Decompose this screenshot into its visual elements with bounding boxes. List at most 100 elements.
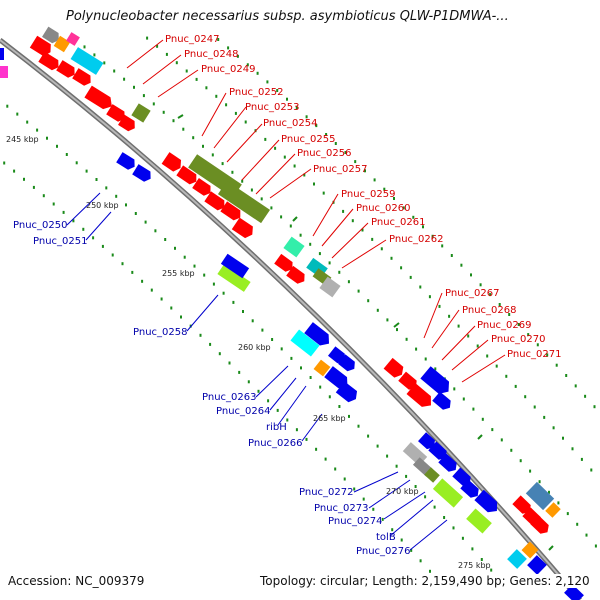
gene-label[interactable]: Pnuc_0249 xyxy=(201,64,255,75)
gene-label[interactable]: Pnuc_0256 xyxy=(297,148,351,159)
gene-label[interactable]: Pnuc_0262 xyxy=(389,234,443,245)
gene-label[interactable]: Pnuc_0271 xyxy=(507,349,561,360)
gene-feature[interactable] xyxy=(66,32,80,46)
gene-feature[interactable] xyxy=(38,51,61,73)
track-dot xyxy=(431,234,434,238)
gene-feature[interactable] xyxy=(290,329,320,357)
gene-label[interactable]: Pnuc_0253 xyxy=(245,102,299,113)
gene-label[interactable]: Pnuc_0252 xyxy=(229,87,283,98)
track-dot xyxy=(364,169,366,173)
gene-label[interactable]: Pnuc_0260 xyxy=(356,203,410,214)
gene-feature[interactable] xyxy=(286,265,308,286)
gene-feature[interactable] xyxy=(418,432,438,452)
gene-feature[interactable] xyxy=(0,66,8,78)
gene-feature[interactable] xyxy=(106,104,128,124)
gene-label[interactable]: Pnuc_0267 xyxy=(445,288,499,299)
track-dot xyxy=(524,395,527,399)
gene-feature[interactable] xyxy=(428,441,449,463)
gene-feature[interactable] xyxy=(70,47,104,75)
gene-feature[interactable] xyxy=(84,85,115,113)
kbp-label: 250 kbp xyxy=(86,201,119,210)
gene-feature[interactable] xyxy=(313,359,331,377)
gene-feature[interactable] xyxy=(161,152,185,174)
gene-label[interactable]: Pnuc_0272 xyxy=(299,487,353,498)
gene-feature[interactable] xyxy=(131,103,151,123)
gene-feature[interactable] xyxy=(116,152,138,172)
gene-feature[interactable] xyxy=(521,541,539,559)
gene-feature[interactable] xyxy=(204,191,227,212)
gene-feature[interactable] xyxy=(398,371,420,393)
gene-feature[interactable] xyxy=(53,35,71,53)
gene-feature[interactable] xyxy=(525,481,555,511)
gene-feature[interactable] xyxy=(474,489,501,516)
gene-feature[interactable] xyxy=(42,26,62,46)
gene-feature[interactable] xyxy=(217,180,271,224)
gene-label[interactable]: Pnuc_0270 xyxy=(491,334,545,345)
gene-feature[interactable] xyxy=(424,467,440,483)
gene-feature[interactable] xyxy=(406,383,436,410)
track-dot xyxy=(121,262,124,266)
gene-label[interactable]: Pnuc_0257 xyxy=(313,164,367,175)
track-dot xyxy=(247,380,250,384)
gene-label[interactable]: Pnuc_0247 xyxy=(165,34,219,45)
gene-label[interactable]: Pnuc_0258 xyxy=(133,327,187,338)
gene-feature[interactable] xyxy=(564,584,584,600)
gene-feature[interactable] xyxy=(132,164,154,184)
gene-label[interactable]: Pnuc_0266 xyxy=(248,438,302,449)
gene-feature[interactable] xyxy=(217,264,251,292)
gene-feature[interactable] xyxy=(335,381,360,404)
gene-feature[interactable] xyxy=(383,357,407,380)
gene-label[interactable]: Pnuc_0268 xyxy=(462,305,516,316)
track-dot xyxy=(295,106,298,110)
gene-label[interactable]: Pnuc_0248 xyxy=(184,49,238,60)
gene-label[interactable]: Pnuc_0250 xyxy=(13,220,67,231)
gene-label[interactable]: Pnuc_0274 xyxy=(328,516,382,527)
gene-feature[interactable] xyxy=(319,276,341,298)
track-dot xyxy=(85,169,88,173)
gene-feature[interactable] xyxy=(460,479,481,501)
gene-feature[interactable] xyxy=(432,391,454,413)
gene-feature[interactable] xyxy=(507,549,527,569)
gene-feature[interactable] xyxy=(527,555,547,575)
gene-feature[interactable] xyxy=(304,322,333,349)
gene-feature[interactable] xyxy=(29,35,54,58)
gene-feature[interactable] xyxy=(432,478,464,508)
gene-feature[interactable] xyxy=(220,201,243,222)
gene-label[interactable]: tolB xyxy=(376,532,396,543)
gene-label[interactable]: Pnuc_0251 xyxy=(33,236,87,247)
gene-feature[interactable] xyxy=(220,253,250,279)
gene-feature[interactable] xyxy=(530,515,551,536)
gene-feature[interactable] xyxy=(324,366,352,392)
gene-label[interactable]: Pnuc_0269 xyxy=(477,320,531,331)
gene-feature[interactable] xyxy=(176,165,199,186)
gene-label[interactable]: Pnuc_0254 xyxy=(263,118,317,129)
gene-label[interactable]: ribH xyxy=(266,422,287,433)
gene-label[interactable]: Pnuc_0259 xyxy=(341,189,395,200)
gene-label[interactable]: Pnuc_0264 xyxy=(216,406,270,417)
gene-feature[interactable] xyxy=(452,467,473,489)
gene-feature[interactable] xyxy=(338,354,358,373)
gene-feature[interactable] xyxy=(283,236,305,258)
gene-feature[interactable] xyxy=(118,114,138,134)
gene-feature[interactable] xyxy=(466,508,492,534)
gene-label[interactable]: Pnuc_0273 xyxy=(314,503,368,514)
gene-label[interactable]: Pnuc_0263 xyxy=(202,392,256,403)
gene-feature[interactable] xyxy=(545,502,561,518)
gene-label[interactable]: Pnuc_0261 xyxy=(371,217,425,228)
track-dot xyxy=(42,194,45,198)
gene-feature[interactable] xyxy=(0,48,4,60)
track-dot xyxy=(393,197,395,200)
gene-label[interactable]: Pnuc_0276 xyxy=(356,546,410,557)
gene-feature[interactable] xyxy=(72,68,94,88)
track-dot xyxy=(422,225,424,229)
gene-feature[interactable] xyxy=(231,217,256,241)
gene-feature[interactable] xyxy=(512,495,533,516)
gene-feature[interactable] xyxy=(328,346,348,365)
gene-label[interactable]: Pnuc_0255 xyxy=(281,134,335,145)
gene-feature[interactable] xyxy=(438,453,459,475)
track-dot xyxy=(538,480,541,484)
gene-feature[interactable] xyxy=(420,366,453,398)
gene-feature[interactable] xyxy=(274,253,296,274)
gene-feature[interactable] xyxy=(192,177,214,198)
gene-feature[interactable] xyxy=(56,60,78,80)
